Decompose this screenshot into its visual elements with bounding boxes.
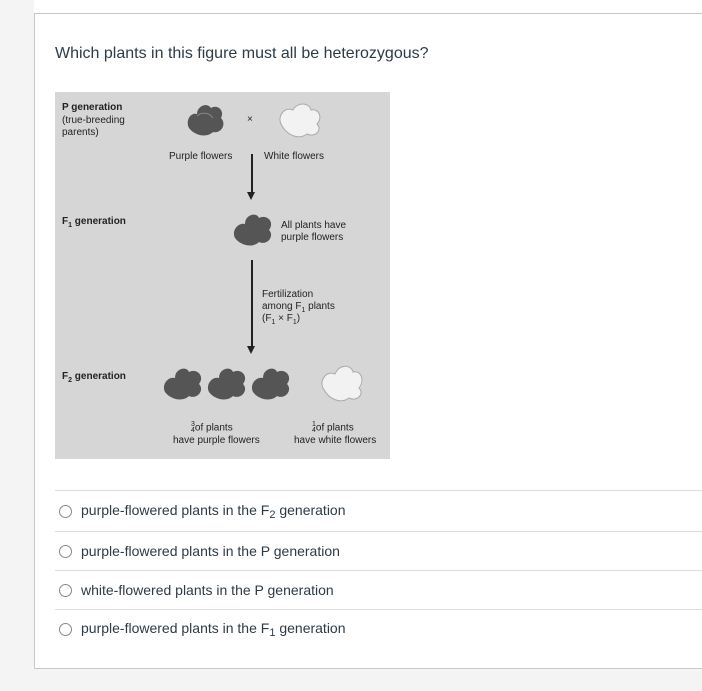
radio-button[interactable] <box>59 583 72 597</box>
option-label: white-flowered plants in the P generatio… <box>81 582 334 598</box>
genetics-figure: P generation (true-breeding parents) × P… <box>55 92 390 459</box>
p-generation-sub1: (true-breeding <box>62 115 125 126</box>
purple-flower-icon <box>187 105 224 136</box>
f1-description-line2: purple flowers <box>281 232 344 243</box>
white-flowers-label: White flowers <box>264 151 325 162</box>
answer-option[interactable]: purple-flowered plants in the P generati… <box>55 531 702 570</box>
white-flower-icon <box>279 103 321 138</box>
f2-generation-label: F2 generation <box>62 371 126 384</box>
answer-option[interactable]: purple-flowered plants in the F1 generat… <box>55 609 702 648</box>
top-bar <box>34 0 702 14</box>
p-generation-sub2: parents) <box>62 127 99 138</box>
purple-flowers-group-icon <box>163 368 290 400</box>
f1-description-line1: All plants have <box>281 220 347 231</box>
radio-button[interactable] <box>59 622 72 636</box>
fertilization-line2: among F1 plants <box>262 301 335 314</box>
option-label: purple-flowered plants in the F1 generat… <box>81 619 346 639</box>
radio-button[interactable] <box>59 504 72 518</box>
white-flower-icon <box>321 365 363 402</box>
f1-generation-label: F1 generation <box>62 216 126 229</box>
f2-purple-line2: have purple flowers <box>173 435 260 446</box>
cross-symbol: × <box>247 114 253 125</box>
arrow-line-1 <box>251 154 253 192</box>
answer-option[interactable]: purple-flowered plants in the F2 generat… <box>55 490 702 531</box>
answer-option[interactable]: white-flowered plants in the P generatio… <box>55 570 702 609</box>
answer-options: purple-flowered plants in the F2 generat… <box>55 490 702 648</box>
option-label: purple-flowered plants in the P generati… <box>81 543 340 559</box>
option-label: purple-flowered plants in the F2 generat… <box>81 501 346 521</box>
arrow-down-icon <box>247 192 255 200</box>
arrow-down-icon <box>247 346 255 354</box>
radio-button[interactable] <box>59 544 72 558</box>
purple-flower-icon <box>233 214 272 246</box>
fertilization-line1: Fertilization <box>262 289 314 300</box>
purple-flowers-label: Purple flowers <box>169 151 233 162</box>
fertilization-line3: (F1 × F1) <box>262 313 301 326</box>
f2-white-line2: have white flowers <box>294 435 377 446</box>
arrow-line-2 <box>251 260 253 346</box>
question-text: Which plants in this figure must all be … <box>55 45 429 62</box>
p-generation-label: P generation <box>62 102 123 113</box>
